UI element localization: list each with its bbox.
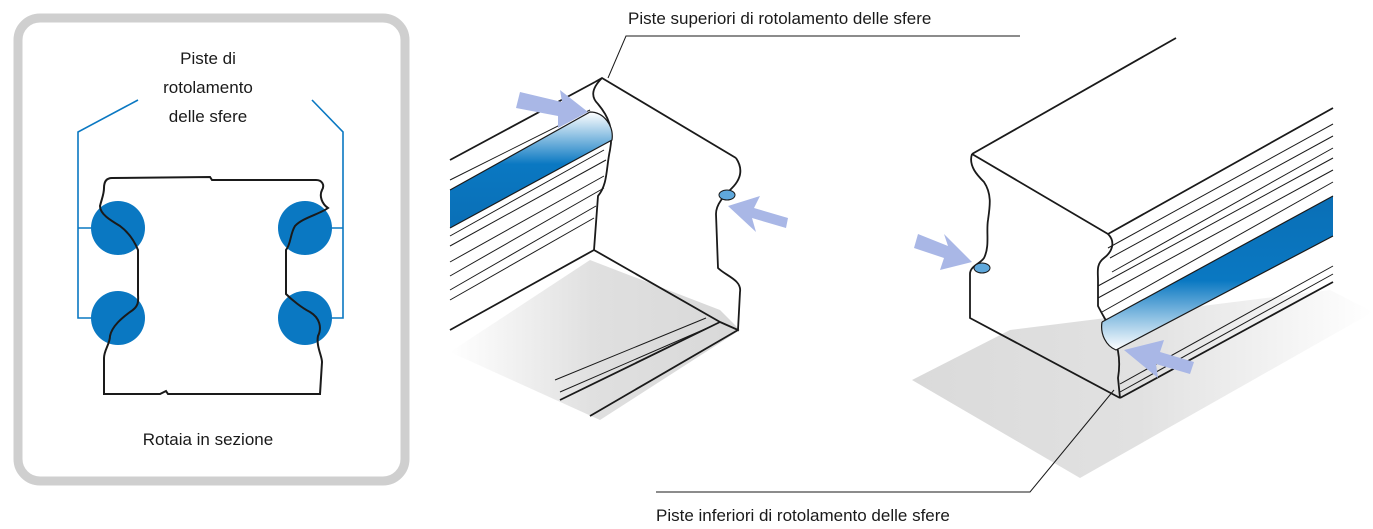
lower-tracks-leader: [656, 389, 1115, 493]
rail-left-edges: [449, 76, 742, 417]
cross-section-panel: Piste di rotolamento delle sfere Rotaia …: [13, 13, 410, 486]
arrow-upper-groove-right: [914, 234, 972, 270]
tracks-leader-lines: [77, 99, 344, 319]
tracks-label-line1: Piste di: [180, 49, 236, 68]
upper-tracks-leader: [607, 35, 1020, 79]
rail-right-3d: Piste inferiori di rotolamento delle sfe…: [656, 37, 1373, 525]
panel-frame: [13, 13, 410, 486]
upper-tracks-callout: Piste superiori di rotolamento delle sfe…: [628, 9, 931, 28]
rail-left-upper-track: [450, 112, 613, 228]
rail-left-3d: Piste superiori di rotolamento delle sfe…: [449, 9, 1020, 420]
ball-bearings: [91, 201, 332, 345]
arrow-upper-track-left: [516, 90, 588, 128]
rail-profile: [98, 175, 330, 395]
rail-left-lower-groove: [718, 189, 736, 201]
arrow-lower-groove-left: [728, 196, 788, 232]
rail-right-lower-track: [1101, 196, 1333, 350]
rail-left-shadow: [450, 260, 740, 420]
arrow-lower-track-right: [1124, 340, 1194, 378]
lower-tracks-callout: Piste inferiori di rotolamento delle sfe…: [656, 506, 950, 525]
cross-section-caption: Rotaia in sezione: [143, 430, 273, 449]
ball-bottom-left: [91, 291, 145, 345]
rail-right-upper-groove: [973, 262, 991, 274]
ball-bottom-right: [278, 291, 332, 345]
tracks-label-line3: delle sfere: [169, 107, 247, 126]
rail-right-shadow: [912, 290, 1373, 478]
tracks-label-line2: rotolamento: [163, 78, 253, 97]
rail-left-grooves: [449, 109, 713, 393]
ball-top-right: [278, 201, 332, 255]
